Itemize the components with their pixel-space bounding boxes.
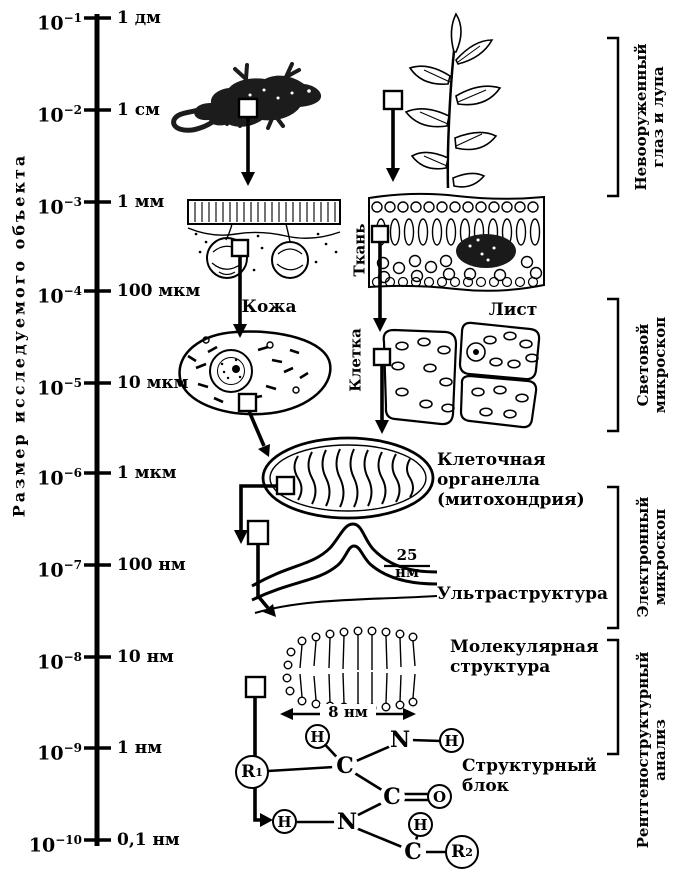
magnifier-box-mitochondrion [275, 475, 296, 496]
tick-unit-1: 1 см [117, 100, 160, 120]
leaf-label: Лист [488, 300, 538, 320]
tick-unit-7: 10 нм [117, 647, 174, 667]
magnifier-box-leaf-tissue [370, 224, 390, 244]
atom-n-1: N [387, 727, 413, 753]
atom-o: O [427, 784, 452, 809]
leaf-tissue-illustration [368, 192, 545, 292]
method-brackets [607, 36, 620, 756]
organelle-label: Клеточная органелла (митохондрия) [437, 450, 585, 510]
molecular-structure-illustration [282, 626, 418, 713]
atom-c-1: C [332, 753, 358, 779]
molecular-label: Молекулярная структура [450, 637, 599, 677]
leaf-cells-illustration [382, 321, 541, 429]
ultrastructure-label: Ультраструктура [437, 584, 609, 604]
tick-power-8: 10−9 [37, 741, 82, 765]
structural-block-bonds [267, 736, 446, 854]
tick-power-9: 10−10 [28, 833, 82, 857]
magnifier-box-leaf-cell [372, 347, 392, 367]
tick-unit-8: 1 нм [117, 738, 162, 758]
atom-n-2: N [334, 809, 360, 835]
method-label-xray-analysis: Рентгеноструктурный анализ [634, 651, 669, 849]
magnifier-box-skin-cell [237, 392, 258, 413]
magnifier-box-molecular [244, 675, 267, 699]
method-label-naked-eye: Невооруженный глаз и лупа [632, 43, 667, 191]
tick-unit-9: 0,1 нм [117, 830, 180, 850]
tick-power-5: 10−6 [37, 466, 82, 490]
magnification-arrows [233, 109, 416, 827]
magnifier-boxes [230, 89, 404, 699]
tissue-label: Ткань [350, 223, 369, 277]
tick-power-2: 10−3 [37, 195, 82, 219]
tick-power-6: 10−7 [37, 558, 82, 582]
magnifier-box-lizard [237, 97, 259, 119]
tick-unit-2: 1 мм [117, 192, 165, 212]
tick-unit-4: 10 мкм [117, 373, 189, 393]
magnifier-box-ultrastructure [246, 519, 270, 546]
tick-unit-0: 1 дм [117, 8, 161, 28]
scale-axis [84, 14, 111, 846]
mitochondrion-illustration [261, 436, 435, 520]
tick-unit-3: 100 мкм [117, 281, 201, 301]
tick-power-1: 10−2 [37, 103, 82, 127]
block-label: Структурный блок [462, 756, 597, 796]
magnifier-box-plant [382, 89, 404, 111]
tick-unit-6: 100 нм [117, 555, 186, 575]
ultrastructure-scale-label: 25 нм [394, 546, 419, 581]
atom-h-1: H [305, 724, 330, 749]
method-label-light-microscope: Световой микроскоп [634, 316, 669, 414]
atom-h-4: H [408, 812, 433, 837]
tick-power-3: 10−4 [37, 284, 82, 308]
atom-c-3: C [400, 839, 426, 865]
skin-cell-illustration [178, 330, 332, 416]
skin-tissue-illustration [187, 199, 341, 279]
atom-h-2: H [439, 728, 464, 753]
method-label-electron-microscope: Электронный микроскоп [634, 496, 669, 618]
tick-power-0: 10−1 [37, 11, 82, 35]
tick-power-4: 10−5 [37, 376, 82, 400]
molecular-scale-label: 8 нм [320, 704, 376, 721]
atom-c-2: C [379, 784, 405, 810]
tick-unit-5: 1 мкм [117, 463, 177, 483]
plant-illustration [404, 12, 502, 189]
atom-h-3: H [272, 809, 297, 834]
tick-power-7: 10−8 [37, 650, 82, 674]
cell-label: Клетка [346, 328, 365, 392]
magnifier-box-skin [230, 238, 250, 258]
skin-label: Кожа [241, 297, 297, 317]
